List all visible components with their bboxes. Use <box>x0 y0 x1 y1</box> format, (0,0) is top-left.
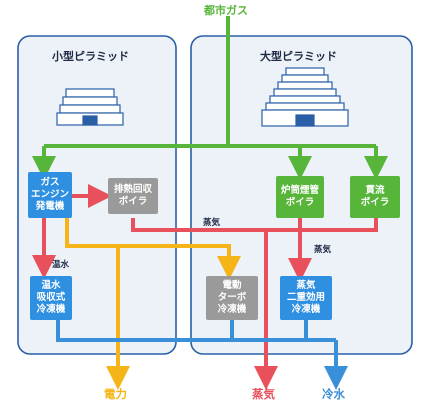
hot-water-flow-label: 温水 <box>52 260 70 270</box>
heat-recovery-boiler-box: 排熱回収 ボイラ <box>108 178 158 214</box>
chilled-water-lines <box>56 320 348 390</box>
large-pyramid-building-icon <box>261 67 349 127</box>
steam-flow-label-lower: 蒸気 <box>314 245 332 255</box>
city-gas-label: 都市ガス <box>204 4 248 17</box>
small-pyramid-building-icon <box>56 88 124 126</box>
steam-output-label: 蒸気 <box>252 387 275 401</box>
power-output-label: 電力 <box>104 387 127 401</box>
gas-engine-generator-box: ガス エンジン 発電機 <box>28 172 72 218</box>
large-pyramid-title: 大型ピラミッド <box>260 50 337 63</box>
gas-supply-lines <box>32 16 388 180</box>
steam-double-effect-chiller-box: 蒸気 二重効用 冷凍機 <box>280 276 332 320</box>
power-lines <box>65 218 241 390</box>
steam-flow-label-upper: 蒸気 <box>203 218 221 228</box>
fire-tube-boiler-box: 炉筒煙管 ボイラ <box>276 176 324 218</box>
electric-turbo-chiller-box: 電動 ターボ 冷凍機 <box>206 276 258 320</box>
steam-lines <box>32 184 378 390</box>
chilled-water-output-label: 冷水 <box>322 387 345 401</box>
small-pyramid-title: 小型ピラミッド <box>52 50 129 63</box>
hot-water-absorption-chiller-box: 温水 吸収式 冷凍機 <box>30 276 72 320</box>
once-through-boiler-box: 貫流 ボイラ <box>350 176 400 218</box>
